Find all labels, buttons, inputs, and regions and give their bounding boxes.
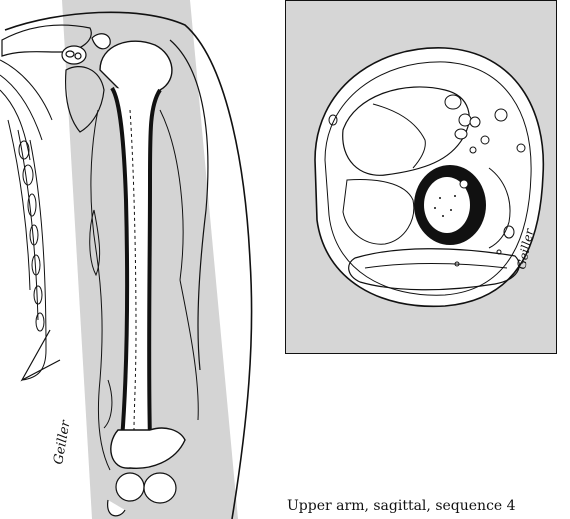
axilla-lines	[0, 60, 52, 380]
axial-illustration: Geiller	[285, 0, 557, 354]
vessel-chain	[19, 141, 44, 331]
signature-left: Geiller	[51, 419, 74, 466]
zigzag-line	[22, 330, 60, 380]
sagittal-drawing: Geiller	[0, 0, 282, 519]
axial-drawing: Geiller	[285, 0, 557, 354]
caption: Upper arm, sagittal, sequence 4	[287, 498, 516, 514]
sagittal-illustration: Geiller	[0, 0, 282, 519]
humerus-cross-section	[414, 165, 486, 245]
